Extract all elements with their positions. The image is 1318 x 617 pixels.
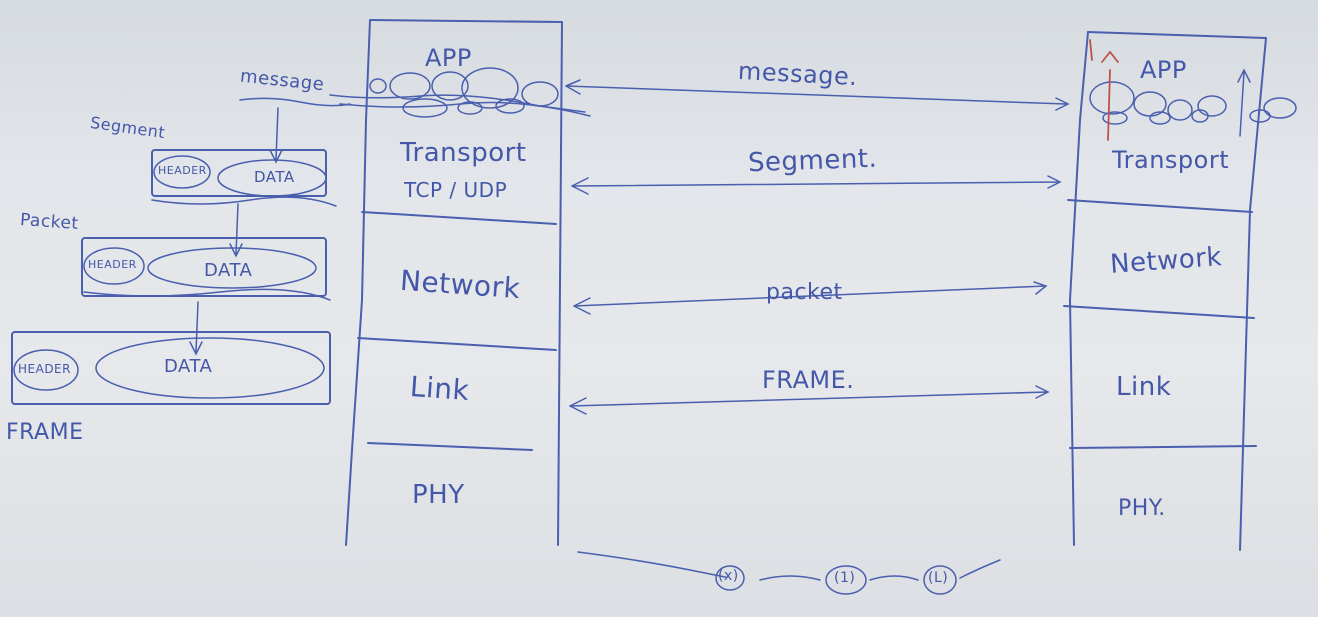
encap-packet-label: Packet — [19, 209, 80, 235]
left-link-label: Link — [408, 369, 471, 408]
right-app-label: APP — [1140, 56, 1187, 84]
right-phy-label: PHY. — [1118, 496, 1166, 521]
frame-data-label: DATA — [164, 356, 213, 377]
bottom-mark-x: (x) — [718, 568, 739, 584]
bottom-mark-1: (1) — [834, 570, 856, 586]
right-app-bubbles — [1089, 39, 1297, 141]
left-transport-label: Transport — [400, 138, 527, 168]
frame-header-label: HEADER — [18, 362, 71, 376]
encap-frame-label: FRAME — [6, 420, 84, 445]
packet-header-label: HEADER — [88, 258, 137, 271]
left-phy-label: PHY — [412, 480, 465, 510]
peer-arrows — [565, 79, 1070, 415]
frame-arrow-label: FRAME. — [762, 366, 855, 394]
segment-data-label: DATA — [254, 168, 295, 186]
right-stack-outline — [1063, 31, 1267, 551]
encapsulation-drawing — [11, 97, 351, 405]
right-transport-label: Transport — [1112, 146, 1230, 174]
segment-header-label: HEADER — [158, 164, 207, 177]
packet-arrow-label: packet — [766, 280, 843, 305]
bottom-mark-l: (L) — [928, 570, 949, 586]
segment-arrow-label: Segment. — [747, 143, 878, 179]
left-stack-outline — [345, 19, 563, 546]
left-protocols-label: TCP / UDP — [404, 178, 508, 202]
packet-data-label: DATA — [204, 260, 253, 281]
bottom-squiggle — [577, 551, 1001, 595]
left-app-label: APP — [425, 44, 472, 72]
left-app-bubbles — [329, 67, 591, 118]
right-link-label: Link — [1116, 372, 1172, 402]
